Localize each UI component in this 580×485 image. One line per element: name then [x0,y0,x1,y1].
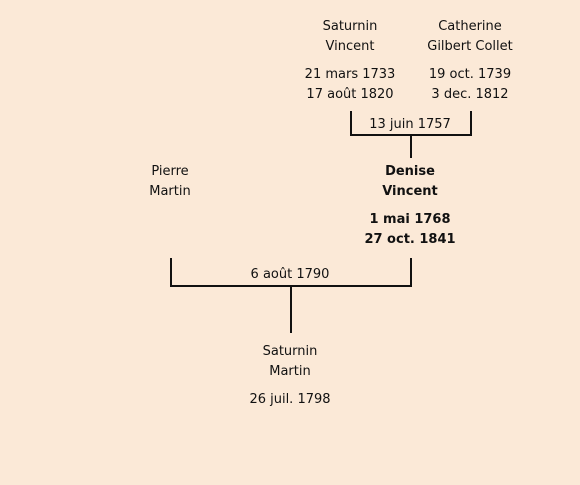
grandmother-name: Catherine Gilbert Collet [415,17,525,57]
grandfather-name: Saturnin Vincent [300,17,400,57]
grandparents-marriage-date: 13 juin 1757 [369,117,451,132]
mother-name: Denise Vincent [360,162,460,202]
grandfather-birth-date: 21 mars 1733 [304,67,396,82]
grandfather-first-name: Saturnin [322,19,378,34]
mother-death-date: 27 oct. 1841 [364,232,456,247]
child-name: Saturnin Martin [230,342,350,382]
mother-last-name: Vincent [382,184,438,199]
father-name: Pierre Martin [120,162,220,202]
child-dates: 26 juil. 1798 [230,390,350,410]
grandfather-death-date: 17 août 1820 [306,87,394,102]
grandmother-first-name: Catherine [438,19,502,34]
child-first-name: Saturnin [262,344,318,359]
father-connector [170,258,172,287]
person-father[interactable]: Pierre Martin [120,162,220,202]
grandmother-last-name: Gilbert Collet [427,39,513,54]
father-last-name: Martin [149,184,191,199]
mother-dates: 1 mai 1768 27 oct. 1841 [360,210,460,250]
grandfather-dates: 21 mars 1733 17 août 1820 [300,65,400,105]
father-first-name: Pierre [151,164,189,179]
person-grandmother[interactable]: Catherine Gilbert Collet 19 oct. 1739 3 … [415,17,525,105]
mother-birth-date: 1 mai 1768 [369,212,451,227]
grandmother-dates: 19 oct. 1739 3 dec. 1812 [415,65,525,105]
child-birth-date: 26 juil. 1798 [249,392,331,407]
parents-marriage-date: 6 août 1790 [250,267,330,282]
grandmother-birth-date: 19 oct. 1739 [428,67,512,82]
person-grandfather[interactable]: Saturnin Vincent 21 mars 1733 17 août 18… [300,17,400,105]
grandfather-last-name: Vincent [325,39,375,54]
mother-descent-line [410,134,412,158]
person-child[interactable]: Saturnin Martin 26 juil. 1798 [230,342,350,410]
person-mother[interactable]: Denise Vincent 1 mai 1768 27 oct. 1841 [360,162,460,250]
child-last-name: Martin [269,364,311,379]
mother-first-name: Denise [385,164,435,179]
grandmother-connector [470,111,472,136]
child-descent-line [290,285,292,333]
grandmother-death-date: 3 dec. 1812 [431,87,509,102]
grandfather-connector [350,111,352,136]
mother-connector [410,258,412,287]
